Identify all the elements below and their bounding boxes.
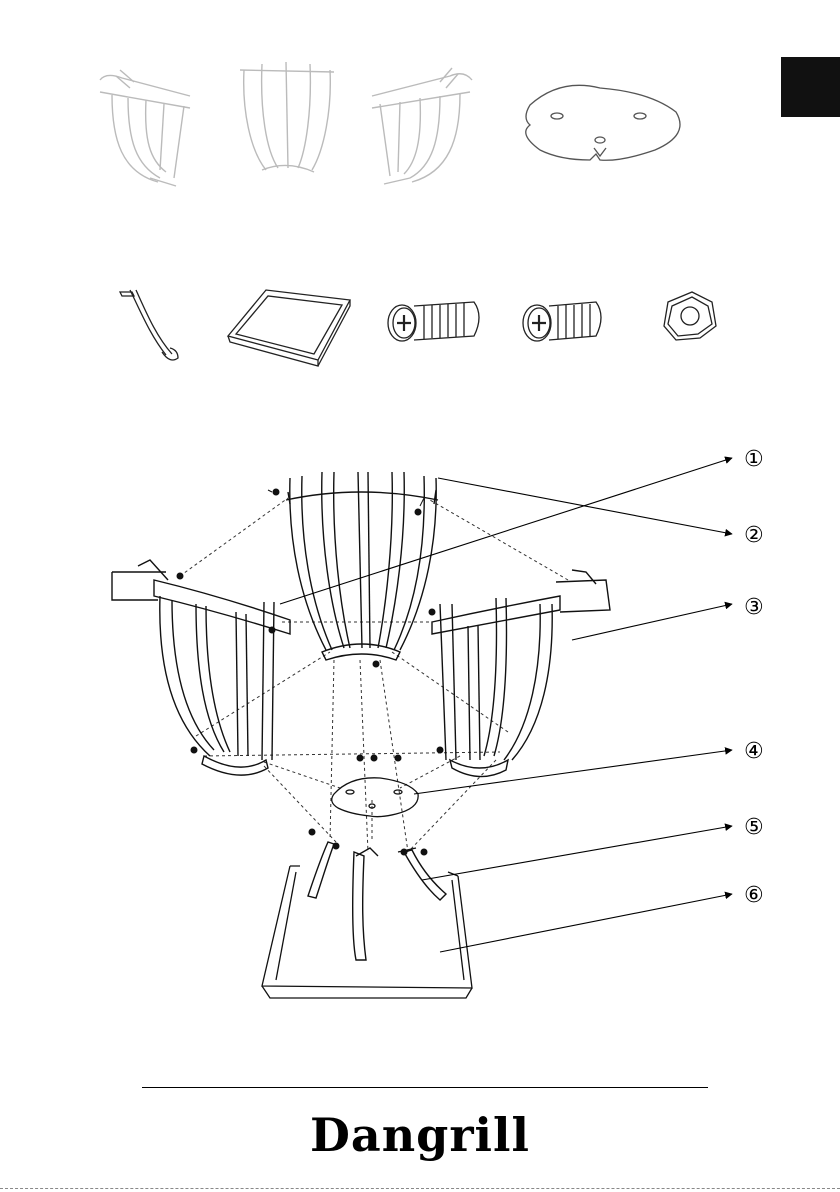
callout-2-label: ②	[744, 523, 764, 548]
assembly-base-plate	[332, 778, 418, 817]
part-basket-front-panel	[240, 62, 334, 172]
assembly-back-panel	[286, 472, 438, 660]
callout-4-label: ④	[744, 739, 764, 764]
assembly-right-panel	[432, 570, 610, 777]
assembly-left-panel	[112, 560, 290, 775]
brand-logo: Dangrill	[0, 1108, 840, 1162]
part-hex-nut	[664, 292, 716, 340]
footer-rule	[142, 1087, 708, 1088]
callout-6-label: ⑥	[744, 883, 764, 908]
part-basket-side-panel-right	[372, 68, 472, 184]
part-basket-side-panel-left	[100, 70, 190, 186]
assembly-legs	[308, 842, 446, 960]
part-leg	[120, 290, 178, 360]
callout-leaders	[280, 458, 732, 952]
part-short-bolt	[523, 302, 601, 341]
assembly-guide-lines	[180, 498, 568, 852]
assembly-ash-tray	[262, 866, 472, 998]
part-long-bolt	[388, 302, 479, 341]
callout-5-label: ⑤	[744, 815, 764, 840]
part-base-plate	[526, 85, 680, 160]
callout-1-label: ①	[744, 447, 764, 472]
assembly-screws	[177, 489, 443, 855]
callout-3-label: ③	[744, 595, 764, 620]
page-edge-dashes	[0, 1188, 840, 1189]
part-ash-tray	[228, 290, 350, 366]
